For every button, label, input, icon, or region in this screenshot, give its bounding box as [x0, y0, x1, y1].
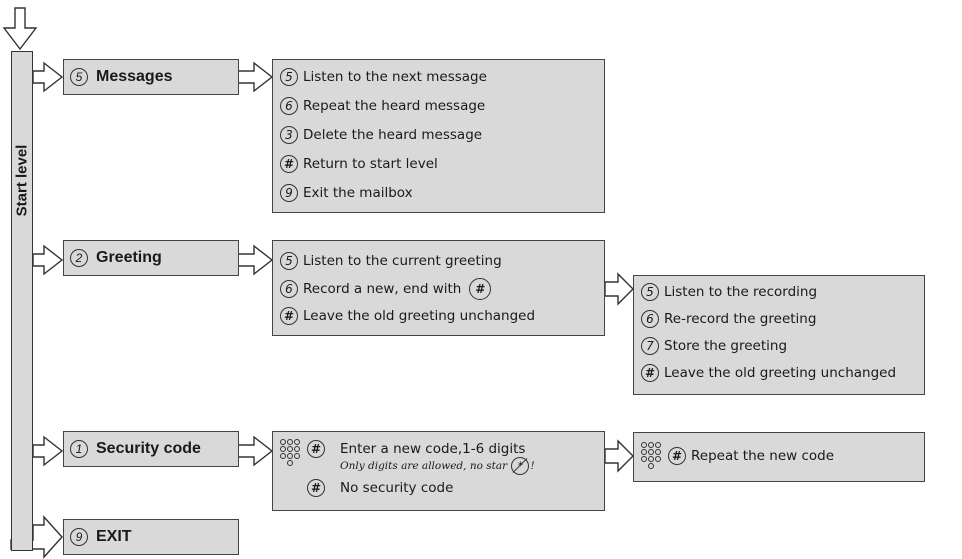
option-return-start[interactable]: # Return to start level: [280, 155, 438, 173]
option-text: Repeat the heard message: [303, 98, 486, 114]
arrow-to-greeting: [32, 244, 64, 276]
security-options-box: # Enter a new code,1-6 digits Only digit…: [272, 431, 605, 511]
option-listen-next[interactable]: 5 Listen to the next message: [280, 68, 487, 86]
option-enter-code[interactable]: # Enter a new code,1-6 digits: [307, 440, 525, 458]
start-level-bar: Start level: [11, 51, 33, 551]
option-rerecord[interactable]: 6 Re-record the greeting: [641, 310, 816, 328]
menu-exit[interactable]: 9 EXIT: [63, 519, 239, 555]
start-level-label: Start level: [13, 144, 31, 217]
option-text: Return to start level: [303, 156, 438, 172]
note-end: !: [530, 460, 535, 472]
option-text: Listen to the recording: [664, 284, 818, 300]
key-hash-icon: #: [307, 440, 325, 458]
key-9-icon: 9: [280, 184, 298, 202]
menu-greeting[interactable]: 2 Greeting: [63, 240, 239, 276]
option-leave-old[interactable]: # Leave the old greeting unchanged: [280, 307, 535, 325]
menu-greeting-label: Greeting: [96, 249, 162, 266]
arrow-to-security: [32, 435, 64, 467]
option-listen-recording[interactable]: 5 Listen to the recording: [641, 283, 817, 301]
key-5-icon: 5: [280, 252, 298, 270]
arrow-security-options: [237, 435, 274, 467]
key-hash-icon: #: [469, 278, 492, 300]
option-text: Delete the heard message: [303, 127, 483, 143]
key-hash-icon: #: [641, 364, 659, 382]
key-6-icon: 6: [280, 97, 298, 115]
key-9-icon: 9: [70, 528, 88, 546]
option-text: Listen to the next message: [303, 69, 487, 85]
key-6-icon: 6: [641, 310, 659, 328]
option-leave-old-recording[interactable]: # Leave the old greeting unchanged: [641, 364, 896, 382]
menu-security-label: Security code: [96, 440, 201, 457]
arrow-greeting-options: [237, 244, 274, 276]
menu-exit-label: EXIT: [96, 528, 132, 545]
option-listen-current[interactable]: 5 Listen to the current greeting: [280, 252, 502, 270]
key-hash-icon: #: [280, 155, 298, 173]
option-text: Listen to the current greeting: [303, 253, 502, 269]
menu-messages-label: Messages: [96, 68, 173, 85]
key-2-icon: 2: [70, 249, 88, 267]
key-6-icon: 6: [280, 280, 298, 298]
menu-security-code[interactable]: 1 Security code: [63, 431, 239, 467]
key-hash-icon: #: [668, 447, 686, 465]
menu-messages[interactable]: 5 Messages: [63, 59, 239, 95]
option-store[interactable]: 7 Store the greeting: [641, 337, 787, 355]
note-text: Only digits are allowed, no star: [340, 460, 508, 472]
keypad-icon: [641, 442, 661, 472]
option-exit-mailbox[interactable]: 9 Exit the mailbox: [280, 184, 413, 202]
option-text: Record a new, end with: [303, 281, 462, 297]
key-7-icon: 7: [641, 337, 659, 355]
keypad-icon: [280, 439, 300, 469]
arrow-repeat-code: [604, 439, 634, 473]
messages-options-box: 5 Listen to the next message 6 Repeat th…: [272, 59, 605, 213]
security-note: Only digits are allowed, no star *!: [340, 457, 535, 475]
key-hash-icon: #: [280, 307, 298, 325]
option-no-code[interactable]: # No security code: [307, 479, 453, 497]
key-hash-icon: #: [307, 479, 325, 497]
key-5-icon: 5: [280, 68, 298, 86]
option-record-new[interactable]: 6 Record a new, end with #: [280, 278, 496, 300]
option-delete-heard[interactable]: 3 Delete the heard message: [280, 126, 482, 144]
option-text: Enter a new code,1-6 digits: [340, 441, 526, 457]
entry-arrow: [2, 7, 38, 51]
repeat-code-box: # Repeat the new code: [633, 432, 925, 482]
key-5-icon: 5: [641, 283, 659, 301]
option-text: Exit the mailbox: [303, 185, 413, 201]
key-3-icon: 3: [280, 126, 298, 144]
option-repeat-code[interactable]: # Repeat the new code: [668, 447, 834, 465]
option-text: Leave the old greeting unchanged: [664, 365, 897, 381]
star-crossed-icon: *: [511, 457, 530, 475]
key-5-icon: 5: [70, 68, 88, 86]
option-text: No security code: [340, 480, 454, 496]
key-1-icon: 1: [70, 440, 88, 458]
option-text: Leave the old greeting unchanged: [303, 308, 536, 324]
greeting-options-box: 5 Listen to the current greeting 6 Recor…: [272, 240, 605, 336]
option-text: Repeat the new code: [691, 448, 835, 464]
option-text: Store the greeting: [664, 338, 788, 354]
arrow-to-messages: [32, 61, 64, 93]
recording-options-box: 5 Listen to the recording 6 Re-record th…: [633, 275, 925, 395]
arrow-messages-options: [237, 61, 274, 93]
arrow-record-options: [604, 272, 634, 306]
option-text: Re-record the greeting: [664, 311, 817, 327]
option-repeat-heard[interactable]: 6 Repeat the heard message: [280, 97, 485, 115]
